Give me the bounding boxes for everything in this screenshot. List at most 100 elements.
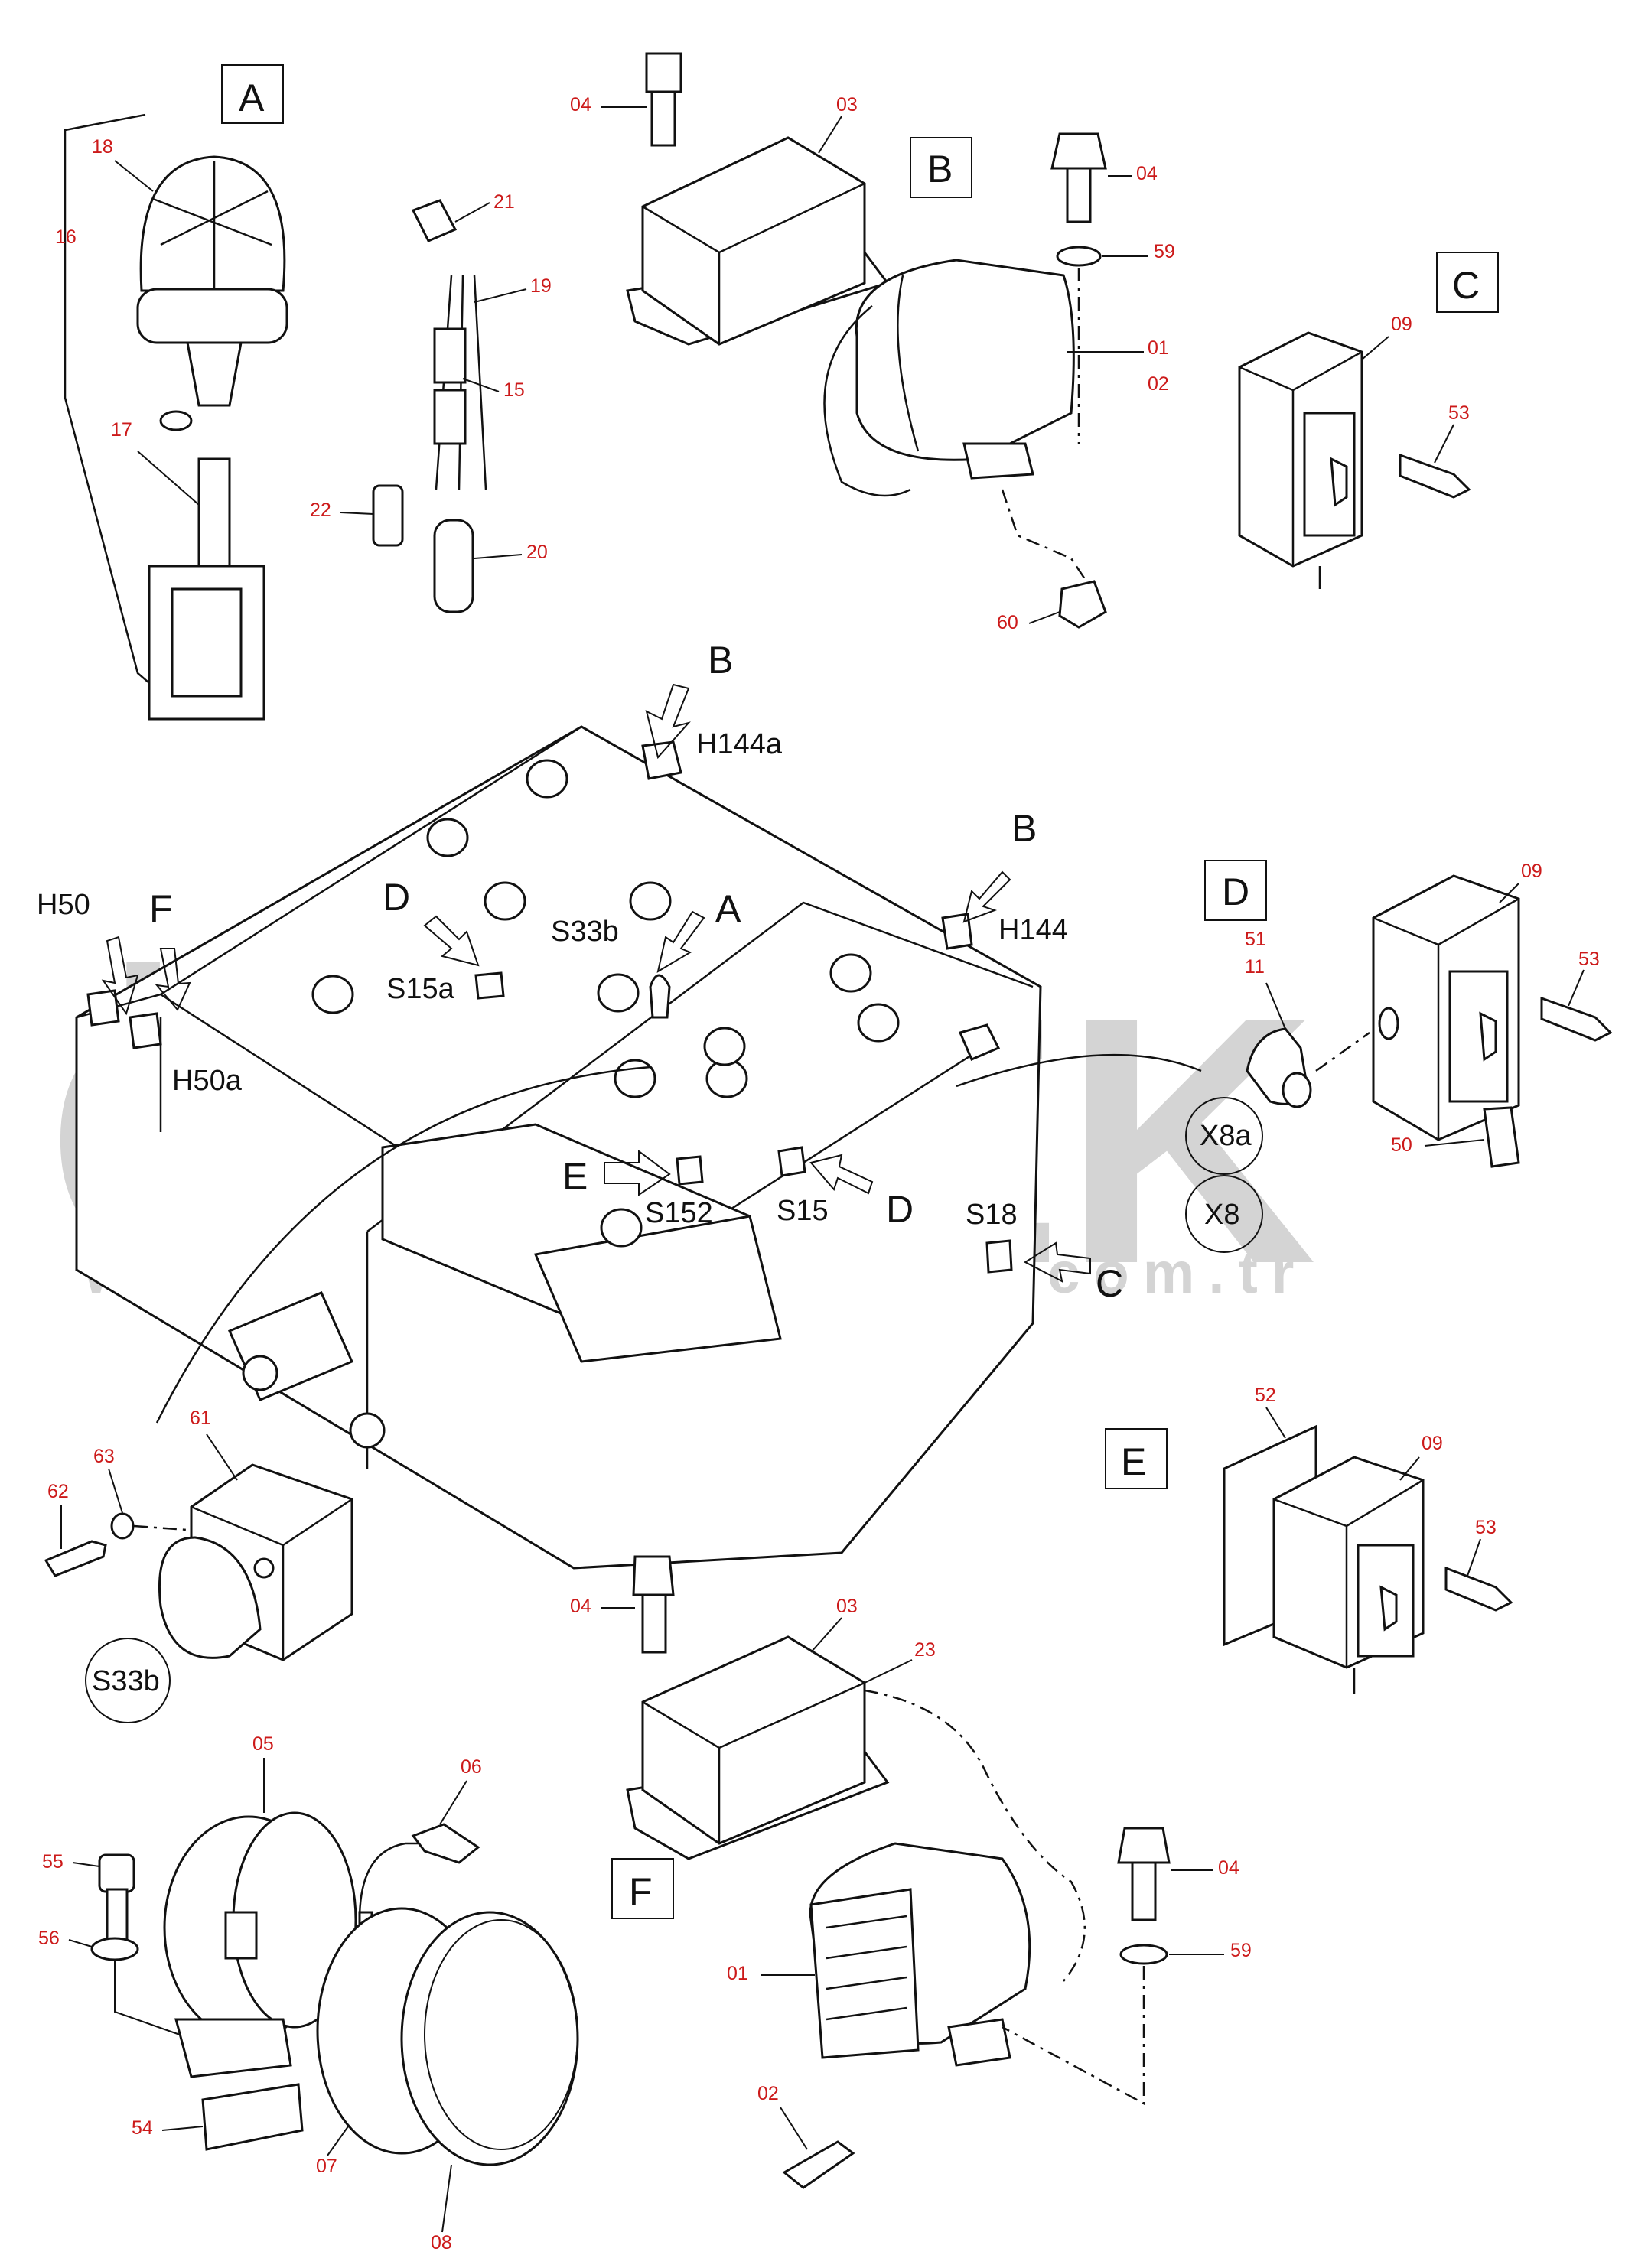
leader-l07 (327, 2126, 349, 2156)
pn-f23: 23 (914, 1639, 936, 1661)
bolt-head-55 (98, 1853, 135, 1893)
pn-s62: 62 (47, 1481, 69, 1502)
lens-08-inner (424, 1919, 578, 2150)
detail-box-c-label: C (1452, 264, 1480, 307)
axis-f (1002, 1966, 1145, 2106)
work-light-face-f (809, 1888, 920, 2059)
label-x8: X8 (1204, 1199, 1239, 1231)
arrow-d2 (809, 1154, 874, 1195)
detail-d: D 51 11 09 53 50 X8a X8 (1185, 860, 1613, 1253)
pn-b59: 59 (1154, 241, 1175, 262)
beacon-neck (186, 341, 243, 407)
bolt-head-04-b (645, 52, 682, 93)
washer-59-f (1119, 1944, 1168, 1965)
leader-d50 (1424, 1139, 1485, 1147)
block-54 (201, 2083, 304, 2151)
nut-60-b (1058, 580, 1107, 629)
pn-c09: 09 (1391, 314, 1412, 335)
washer-59-b (1056, 246, 1102, 267)
axis-lamp (114, 1960, 181, 2035)
pn-f02: 02 (757, 2083, 779, 2104)
hinge-pin-left (242, 1355, 278, 1391)
arrow-a (656, 910, 705, 974)
cable-b (823, 305, 911, 497)
pn-l55: 55 (42, 1851, 64, 1873)
work-light-face-b (897, 275, 920, 452)
machine-cab: B H144a B H144 H50 F D S15a S33b A H50a … (37, 639, 1202, 1570)
beacon-lens-lines (152, 161, 272, 291)
switch-face-d (1448, 970, 1509, 1103)
light-h50-unit (86, 989, 120, 1027)
switch-knob-e (1379, 1585, 1398, 1632)
beacon-thumb-screw (159, 410, 193, 431)
detail-f: F 04 03 23 01 02 04 59 (570, 1555, 1252, 2189)
leader-d53 (1568, 969, 1585, 1007)
switch-knob-c (1330, 457, 1348, 507)
hinge-pin-right (349, 1412, 386, 1449)
bracket-edges-b (642, 182, 865, 344)
pn-s61: 61 (190, 1407, 211, 1429)
detail-box-d (1204, 860, 1267, 921)
pn-f04r: 04 (1218, 1857, 1239, 1879)
switch-s18-unit (985, 1239, 1013, 1274)
pn-15: 15 (503, 379, 525, 401)
label-s33b: S33b (551, 916, 619, 948)
detail-box-c (1436, 252, 1499, 313)
leader-b03 (818, 116, 842, 154)
label-h144a: H144a (696, 728, 783, 760)
pn-f03: 03 (836, 1596, 858, 1617)
screw-53-c (1399, 453, 1471, 499)
detail-box-a-label: A (239, 76, 265, 119)
leader-l08 (441, 2164, 452, 2233)
lens-08 (400, 1911, 579, 2166)
pn-e53: 53 (1475, 1517, 1497, 1538)
label-x8a: X8a (1200, 1120, 1252, 1152)
label-h50a: H50a (172, 1065, 243, 1097)
label-d2: D (886, 1188, 914, 1231)
label-f: F (149, 887, 173, 930)
arrow-b-right (962, 870, 1011, 923)
switch-s15-unit (777, 1146, 806, 1177)
leader-22 (340, 512, 374, 515)
leader-e53 (1467, 1538, 1481, 1577)
pn-d53: 53 (1578, 949, 1600, 970)
detail-lamp: 05 06 55 56 54 07 08 (38, 1733, 579, 2253)
detail-e: E 52 09 53 (1105, 1385, 1513, 1694)
arrow-e (604, 1150, 671, 1196)
pn-18: 18 (92, 136, 113, 158)
lamp-bracket (174, 2018, 292, 2078)
arrow-f (155, 948, 191, 1011)
label-a: A (715, 887, 741, 930)
horn-button-face-d (1282, 1072, 1312, 1108)
beacon-base (136, 288, 288, 344)
leader-d11 (1265, 982, 1286, 1030)
label-b-right: B (1011, 807, 1037, 850)
circle-s33b (85, 1638, 171, 1723)
screw-53-d (1540, 996, 1613, 1042)
pn-f04: 04 (570, 1596, 591, 1617)
dome-lamps (311, 759, 900, 1248)
leader-c09 (1361, 336, 1389, 360)
gland-50-d (1483, 1106, 1520, 1168)
bolt-shank-55 (106, 1888, 129, 1944)
leader-f02 (780, 2107, 808, 2150)
label-s152: S152 (645, 1197, 713, 1229)
leader-s61 (206, 1433, 238, 1481)
leader-l54 (161, 2126, 204, 2131)
pn-e52: 52 (1255, 1385, 1276, 1406)
pn-l08: 08 (431, 2232, 452, 2253)
detail-c: C 09 53 (1238, 252, 1499, 589)
detail-box-b (910, 137, 972, 198)
bolt-head-04-b-right (1050, 132, 1107, 170)
pn-l07: 07 (316, 2156, 337, 2177)
beacon-location-a (649, 974, 671, 1019)
work-light-foot-f (947, 2018, 1011, 2067)
pn-b02: 02 (1148, 373, 1169, 395)
cab-seat-base (533, 1215, 782, 1363)
bracket-03-f (641, 1635, 866, 1845)
switch-hole-d (1378, 1007, 1399, 1040)
pn-c53: 53 (1448, 402, 1470, 424)
bracket-03-b (641, 136, 866, 346)
label-s18: S18 (966, 1199, 1018, 1231)
